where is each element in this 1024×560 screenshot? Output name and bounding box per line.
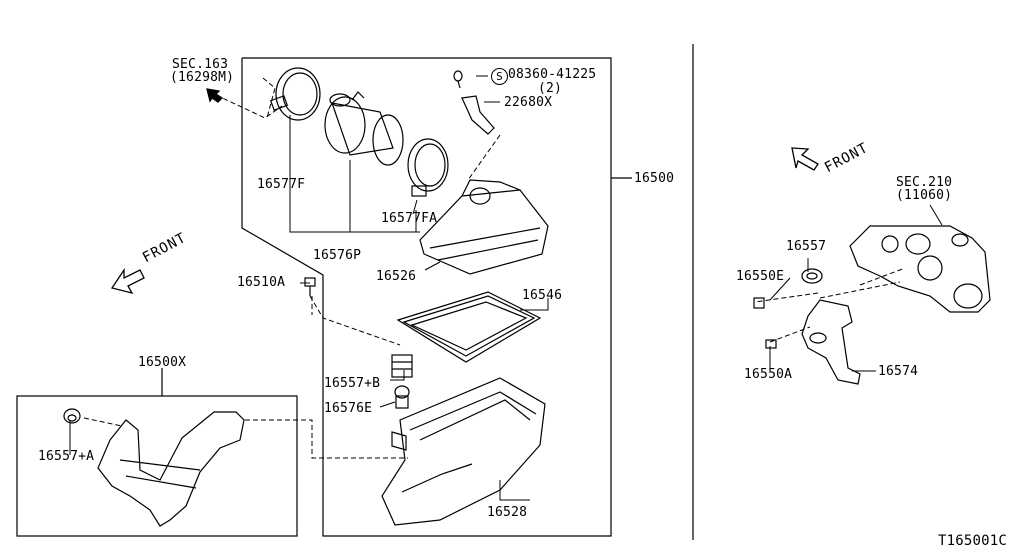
grommet-label: 16557 bbox=[786, 239, 827, 254]
screw-circle-symbol: S bbox=[491, 68, 508, 85]
bolt-a-label: 16550A bbox=[744, 367, 793, 382]
inlet-detail-box bbox=[16, 395, 298, 537]
mount-b-label: 16557+B bbox=[324, 376, 381, 391]
sec210-sub-label: (11060) bbox=[896, 188, 953, 203]
diagram-code: T165001C bbox=[938, 533, 1008, 549]
front-arrow-right bbox=[791, 147, 819, 171]
sec163-ref-label: SEC.163 bbox=[172, 57, 229, 72]
cover-label: 16526 bbox=[376, 269, 417, 284]
inlet-label: 16500X bbox=[138, 355, 187, 370]
clamp-fa-label: 16577FA bbox=[381, 211, 438, 226]
element-label: 16546 bbox=[522, 288, 563, 303]
assembly-frame bbox=[241, 57, 612, 537]
screw-label: 08360-41225 bbox=[508, 67, 597, 82]
duct-label: 16576P bbox=[313, 248, 362, 263]
case-label: 16528 bbox=[487, 505, 528, 520]
clip-label: 16550E bbox=[736, 269, 785, 284]
sec210-ref-label: SEC.210 bbox=[896, 175, 953, 190]
bracket-label: 16574 bbox=[878, 364, 919, 379]
sec163-sub-label: (16298M) bbox=[170, 70, 235, 85]
screw-qty-label: (2) bbox=[538, 81, 563, 96]
front-arrow-left bbox=[110, 267, 145, 295]
bolt-label: 16510A bbox=[237, 275, 286, 290]
collar-label: 16576E bbox=[324, 401, 373, 416]
assembly-label: 16500 bbox=[634, 171, 675, 186]
mount-a-label: 16557+A bbox=[38, 449, 95, 464]
sensor-label: 22680X bbox=[504, 95, 553, 110]
clamp-label: 16577F bbox=[257, 177, 306, 192]
